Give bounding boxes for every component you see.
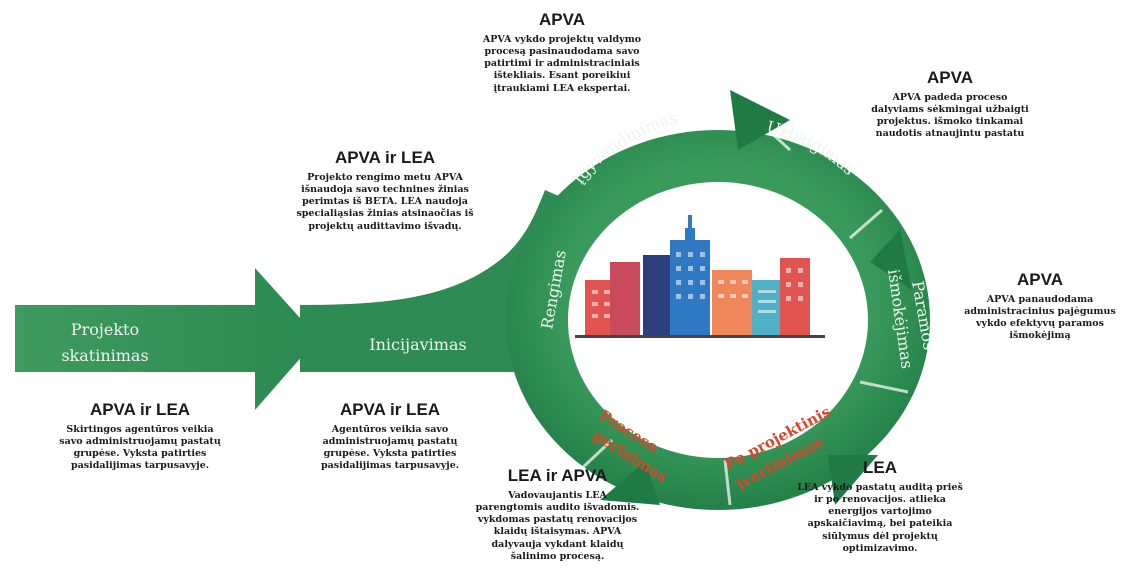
body-line: išmokėjimą [1009,330,1071,342]
body-line: grupėse. Vyksta patirties [73,448,207,460]
block-initiation: APVA ir LEA Agentūros veikia savo admini… [270,400,510,473]
block-body: Vadovaujantis LEA parengtomis audito išv… [440,490,675,563]
body-line: dalyvauja vykdant klaidų [491,538,624,550]
block-body: Agentūros veikia savo administruojamų pa… [270,424,510,473]
arrow-icon [15,268,318,410]
body-line: Vadovaujantis LEA [508,490,607,501]
body-line: apskaičiavimą, bei pateikia [807,518,953,530]
block-completion: APVA APVA padeda proceso dalyviams sėkmi… [835,68,1065,141]
body-line: optimizavimo. [842,542,918,554]
body-line: Agentūros veikia savo [331,424,449,435]
block-heading: LEA ir APVA [507,466,608,485]
block-body: LEA vykdo pastatų auditą prieš ir po ren… [765,482,995,555]
body-line: Skirtingos agentūros veikia [66,424,214,435]
body-line: pasidalijimas tarpusavyje. [70,460,210,472]
body-line: ir po renovacijos. atlieka [814,494,946,506]
block-preparation: APVA ir LEA Projekto rengimo metu APVA i… [260,148,510,233]
stage-initiation: Inicijavimas [369,335,466,354]
block-heading: APVA ir LEA [334,148,436,167]
city-buildings-icon [575,215,825,338]
block-heading: APVA [927,68,973,87]
body-line: APVA vykdo projektų valdymo [482,34,642,45]
body-line: LEA vykdo pastatų auditą prieš [797,482,963,493]
body-line: dalyviams sėkmingai užbaigti [871,104,1029,116]
block-body: APVA vykdo projektų valdymo procesą pasi… [442,34,682,95]
body-line: ištekliais. Esant poreikiui [493,70,631,82]
block-heading: APVA ir LEA [339,400,441,419]
body-line: savo administruojamų pastatų [59,436,221,448]
block-heading: APVA [1017,270,1063,289]
body-line: Projekto rengimo metu APVA [307,172,463,183]
block-payment: APVA APVA panaudodama administracinius p… [945,270,1132,343]
block-body: APVA panaudodama administracinius pajėgu… [945,294,1132,343]
block-body: Projekto rengimo metu APVA išnaudoja sav… [260,172,510,233]
body-line: patirtimi ir administraciniais [484,58,640,70]
body-line: pasidalijimas tarpusavyje. [320,460,460,472]
body-line: parengtomis audito išvadomis. [475,502,640,514]
block-improvement: LEA ir APVA Vadovaujantis LEA parengtomi… [440,466,675,563]
block-implementation: APVA APVA vykdo projektų valdymo procesą… [442,10,682,95]
body-line: grupėse. Vyksta patirties [323,448,457,460]
body-line: įtraukiami LEA ekspertai. [493,82,631,94]
body-line: šalinimo procesą. [510,550,605,562]
block-heading: APVA [539,10,585,29]
body-line: administruojamų pastatų [322,436,458,448]
body-line: procesą pasinaudodama savo [484,46,640,58]
block-body: Skirtingos agentūros veikia savo adminis… [20,424,260,473]
body-line: specialiąsias žinias atsinaočias iš [296,208,474,220]
block-post-project: LEA LEA vykdo pastatų auditą prieš ir po… [765,458,995,555]
stage-project-promotion-line2: skatinimas [61,346,148,365]
block-body: APVA padeda proceso dalyviams sėkmingai … [835,92,1065,141]
body-line: administracinius pajėgumus [964,306,1116,318]
body-line: išnaudoja savo technines žinias [301,184,469,196]
body-line: naudotis atnaujintu pastatu [875,128,1025,140]
block-heading: APVA ir LEA [89,400,191,419]
body-line: klaidų ištaisymas. APVA [493,526,622,538]
body-line: projektus. išmoko tinkamai [876,116,1024,128]
block-heading: LEA [863,458,897,477]
body-line: APVA padeda proceso [892,92,1008,103]
body-line: siūlymus dėl projektų [822,530,938,542]
body-line: energijos vartojimo [828,506,932,518]
block-promotion: APVA ir LEA Skirtingos agentūros veikia … [20,400,260,473]
body-line: APVA panaudodama [986,294,1094,305]
body-line: projektų audittavimo išvadų. [308,220,462,232]
body-line: vykdo efektyvų paramos [975,318,1104,330]
stage-project-promotion-line1: Projekto [71,320,139,339]
body-line: perimtas iš BETA. LEA naudoja [302,196,468,208]
body-line: vykdomas pastatų renovacijos [477,514,638,526]
